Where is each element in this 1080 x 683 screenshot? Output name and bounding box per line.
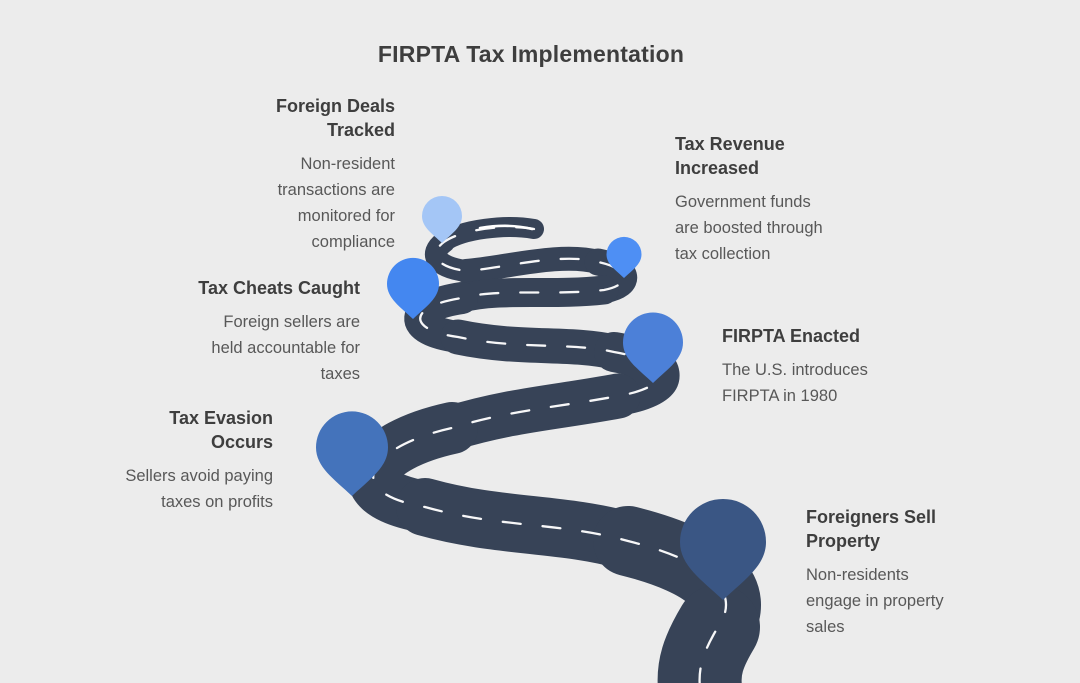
road-center-dash-line [372,225,728,683]
milestone-tax-evasion-occurs: Tax Evasion Occurs Sellers avoid paying … [73,406,273,515]
milestone-description: Government funds are boosted through tax… [675,193,823,263]
road-segment [657,585,760,683]
milestone-title: FIRPTA Enacted [722,326,861,346]
pin-foreigners-sell-property-icon [680,498,766,600]
milestone-description: Non-resident transactions are monitored … [277,155,395,251]
milestone-description: Sellers avoid paying taxes on profits [125,467,273,511]
road-start-highlight [478,224,534,231]
page-title: FIRPTA Tax Implementation [377,41,685,67]
milestone-description: Foreign sellers are held accountable for… [211,313,360,383]
milestone-title: Tax Evasion Occurs [169,408,273,452]
pin-tax-cheats-caught-icon [387,257,439,319]
milestone-foreigners-sell-property: Foreigners Sell Property Non-residents e… [806,505,1006,640]
pins [316,196,766,600]
milestone-title: Tax Cheats Caught [198,278,360,298]
milestone-title: Foreigners Sell Property [806,507,937,551]
milestone-title: Foreign Deals Tracked [275,96,395,140]
pin-firpta-enacted-icon [623,312,683,383]
milestone-description: Non-residents engage in property sales [806,566,944,636]
milestone-tax-revenue-increased: Tax Revenue Increased Government funds a… [675,132,875,267]
milestone-tax-cheats-caught: Tax Cheats Caught Foreign sellers are he… [150,276,360,387]
milestone-firpta-enacted: FIRPTA Enacted The U.S. introduces FIRPT… [722,324,932,409]
pin-tax-revenue-increased-icon [606,236,642,278]
milestone-title: Tax Revenue Increased [675,134,785,178]
milestone-foreign-deals-tracked: Foreign Deals Tracked Non-resident trans… [205,94,395,255]
pin-tax-evasion-occurs-icon [316,411,388,496]
pin-foreign-deals-tracked-icon [422,196,462,243]
milestone-description: The U.S. introduces FIRPTA in 1980 [722,361,868,405]
